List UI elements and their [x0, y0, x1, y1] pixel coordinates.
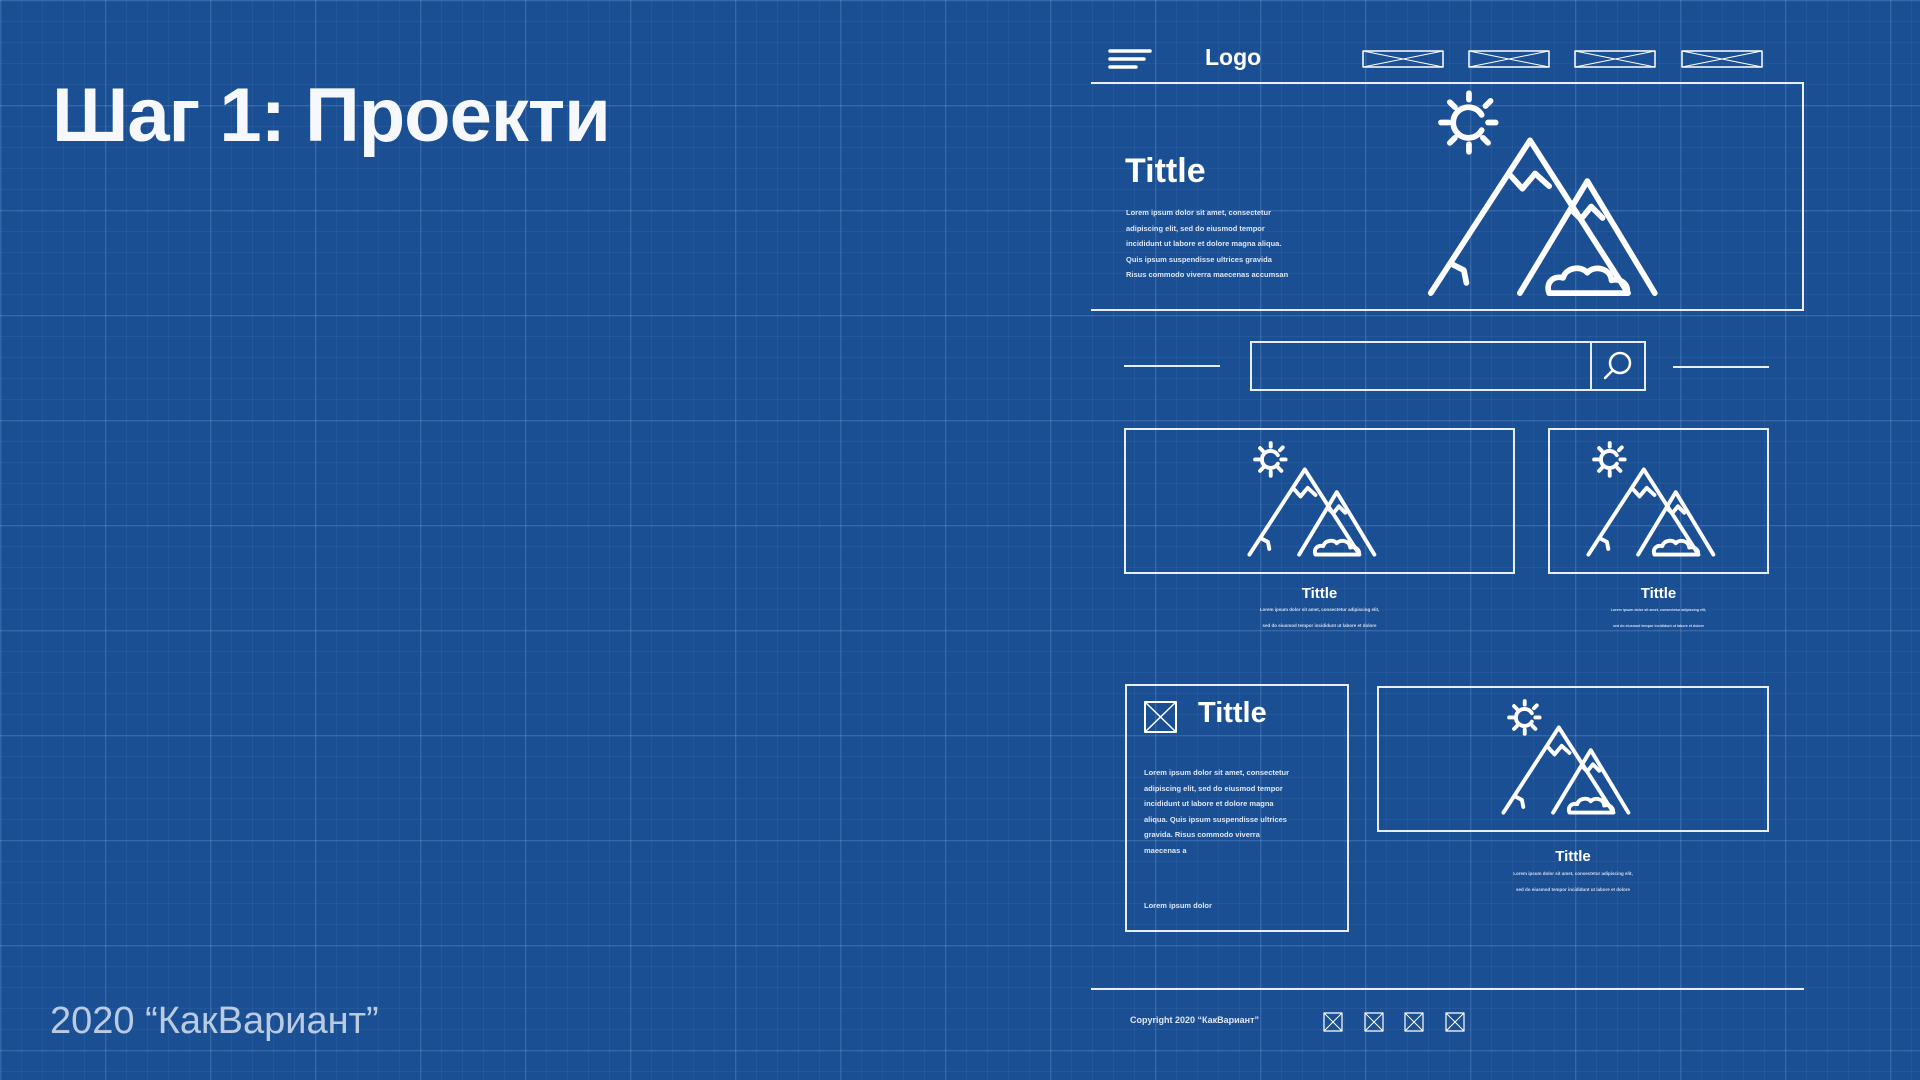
- card-3-title: Tittle: [1555, 848, 1591, 865]
- divider-left: [1124, 365, 1220, 367]
- article-title: Tittle: [1198, 697, 1267, 729]
- search-input[interactable]: [1250, 341, 1646, 391]
- card-3-image: [1377, 686, 1769, 832]
- card-1-mountain-icon: [1247, 441, 1377, 557]
- nav-placeholder-4: [1681, 50, 1763, 68]
- card-1-text: Lorem ipsum dolor sit amet, consectetur …: [1259, 607, 1380, 628]
- card-2-image: [1548, 428, 1769, 574]
- logo-text: Logo: [1205, 44, 1262, 70]
- slide-heading: Шаг 1: Проекти: [52, 73, 611, 158]
- card-2-text: Lorem ipsum dolor sit amet, consectetur …: [1610, 608, 1707, 628]
- menu-icon: [1108, 49, 1152, 69]
- card-3-mountain-icon: [1501, 699, 1631, 815]
- nav-placeholder-1: [1362, 50, 1444, 68]
- card-1-image: [1124, 428, 1515, 574]
- article-text: Lorem ipsum dolor sit amet, consectetur …: [1144, 768, 1290, 855]
- article-card: [1125, 684, 1349, 932]
- credit-text: 2020 “КакВариант”: [50, 1000, 379, 1042]
- footer-copyright: Copyright 2020 “КакВариант”: [1130, 1015, 1260, 1025]
- social-icon-2[interactable]: [1364, 1012, 1384, 1032]
- search-icon[interactable]: [1600, 348, 1636, 384]
- hero-title: Tittle: [1125, 152, 1206, 190]
- hero-frame: [1091, 82, 1804, 311]
- card-3-text: Lorem ipsum dolor sit amet, consectetur …: [1513, 871, 1633, 892]
- divider-right: [1673, 366, 1769, 368]
- search-divider: [1590, 341, 1592, 391]
- hero-text: Lorem ipsum dolor sit amet, consectetur …: [1126, 208, 1289, 279]
- social-icon-3[interactable]: [1404, 1012, 1424, 1032]
- footer-divider: [1091, 988, 1804, 990]
- card-2-mountain-icon: [1586, 441, 1716, 557]
- article-footer-text: Lorem ipsum dolor: [1144, 901, 1212, 910]
- card-2-title: Tittle: [1640, 585, 1677, 602]
- hero-mountain-image-icon: [1427, 90, 1658, 296]
- nav-placeholder-3: [1574, 50, 1656, 68]
- social-icon-1[interactable]: [1323, 1012, 1343, 1032]
- nav-placeholder-2: [1468, 50, 1550, 68]
- image-placeholder-icon: [1144, 701, 1177, 733]
- card-1-title: Tittle: [1301, 585, 1338, 602]
- social-icon-4[interactable]: [1445, 1012, 1465, 1032]
